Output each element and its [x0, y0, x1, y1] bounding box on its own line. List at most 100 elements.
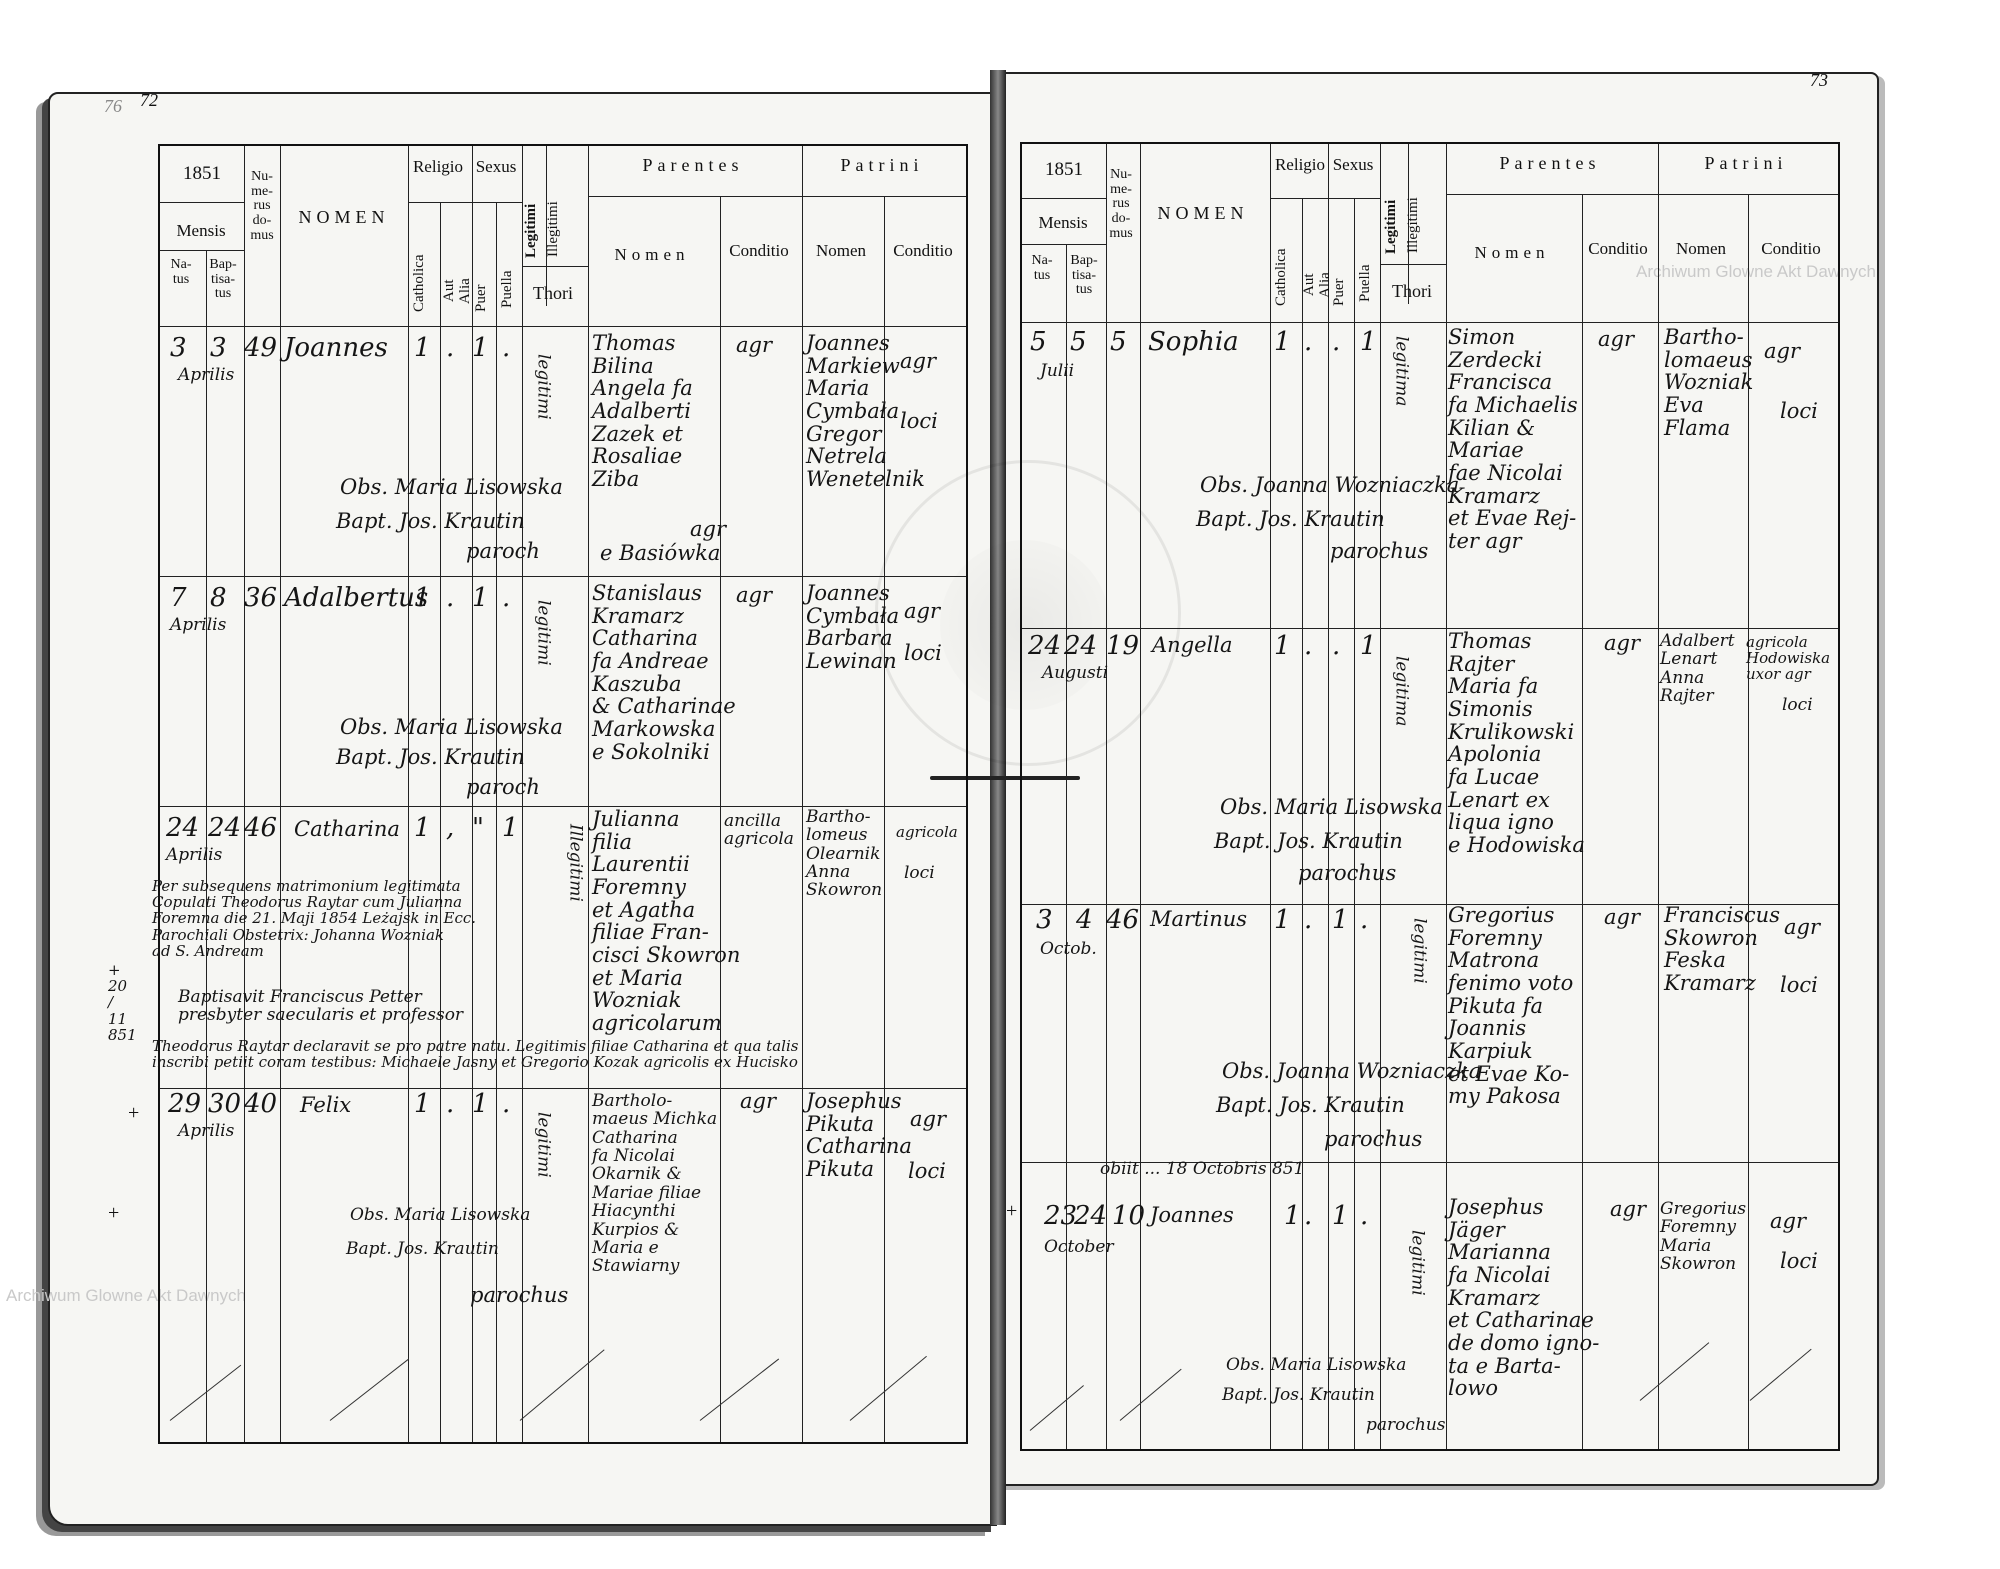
entry-patrini-conditio: agr	[900, 349, 937, 373]
entry-baptizer: Bapt. Jos. Krautin	[1216, 1093, 1405, 1117]
watermark-left: Archiwum Glowne Akt Dawnych	[6, 1286, 246, 1305]
entry-patrini-conditio2: loci	[1782, 695, 1813, 715]
binding-twine	[930, 776, 1080, 780]
sexus-header-right: Sexus	[1332, 155, 1374, 174]
entry-obstetrix: Obs. Maria Lisowska	[1226, 1355, 1407, 1375]
entry-name: Joannes	[284, 333, 388, 363]
entry-puella: .	[502, 333, 511, 363]
watermark-right: Archiwum Glowne Akt Dawnych	[1636, 262, 1876, 281]
entry-patrini-conditio2: loci	[904, 863, 935, 883]
parentes-conditio-label-right: Conditio	[1588, 239, 1648, 258]
entry-day: 3	[1036, 905, 1053, 935]
entry-baptizer-note: Baptisavit Franciscus Petter presbyter s…	[178, 987, 464, 1026]
entry-day: 24	[166, 813, 200, 843]
entry-bapt-day: 30	[208, 1089, 242, 1119]
entry-month: Aprilis	[170, 615, 227, 635]
entry-legitimacy: legitimi	[533, 1112, 554, 1178]
entry-patrini: Bartho- lomeus Olearnik Anna Skowron	[806, 807, 883, 901]
entry-baptizer: Bapt. Jos. Krautin	[1222, 1385, 1375, 1405]
entry-month: Julii	[1040, 361, 1075, 381]
entry-catholica: 1	[1274, 327, 1291, 357]
entry-puella: .	[1360, 1201, 1369, 1231]
entry-bapt-day: 5	[1070, 327, 1087, 357]
entry-parochus: paroch	[466, 775, 540, 799]
mensis-label-right: Mensis	[1038, 213, 1088, 232]
natus-label-right: Na- tus	[1031, 253, 1053, 283]
entry-house: 46	[1106, 905, 1140, 935]
entry-aut-alia: .	[1304, 327, 1313, 357]
patrini-nomen-label: Nomen	[815, 241, 867, 260]
entry-parents-tail: agr	[690, 517, 727, 541]
legitimi-label: Legitimi	[523, 203, 539, 259]
entry-day: 23	[1044, 1201, 1078, 1231]
entry-patrini: Franciscus Skowron Feska Kramarz	[1664, 903, 1780, 996]
entry-legitimacy: legitimi	[533, 600, 554, 666]
entry-obstetrix: Obs. Maria Lisowska	[340, 715, 563, 739]
entry-patrini: Joannes Markiew Maria Cymbała Gregor Net…	[806, 331, 925, 492]
puer-label: Puer	[473, 284, 489, 312]
mensis-label: Mensis	[176, 221, 226, 240]
entry-parents: Thomas Bilina Angela fa Adalberti Zazek …	[592, 331, 693, 492]
entry-legitimacy: legitimi	[1409, 918, 1430, 984]
entry-patrini: Joannes Cymbała Barbara Lewinan	[806, 581, 900, 674]
entry-name: Angella	[1152, 633, 1233, 657]
entry-catholica: 1	[414, 813, 431, 843]
entry-catholica: 1	[1274, 631, 1291, 661]
entry-obstetrix: Obs. Maria Lisowska	[340, 475, 563, 499]
entry-patrini: Bartho- lomaeus Wozniak Eva Flama	[1664, 325, 1754, 440]
entry-catholica: 1	[414, 1089, 431, 1119]
entry-obstetrix: Obs. Joanna Wozniaczka	[1200, 473, 1460, 497]
entry-name: Felix	[300, 1093, 352, 1117]
entry-bapt-day: 8	[210, 583, 227, 613]
entry-legitimacy: legitimi	[1407, 1230, 1428, 1296]
entry-parents: Stanislaus Kramarz Catharina fa Andreae …	[592, 581, 736, 764]
margin-cross-mark: +	[128, 1102, 140, 1124]
natus-label: Na- tus	[170, 257, 192, 287]
left-register-table	[158, 144, 968, 1444]
entry-puer: 1	[1332, 1201, 1349, 1231]
entry-obstetrix: Obs. Joanna Wozniaczka	[1222, 1059, 1482, 1083]
page-number-faint: 76	[104, 96, 122, 116]
legitimi-label-right: Legitimi	[1383, 199, 1399, 255]
entry-name: Sophia	[1148, 327, 1239, 357]
entry-baptizer: Bapt. Jos. Krautin	[336, 509, 525, 533]
entry-patrini-conditio2: loci	[900, 409, 938, 433]
entry-puer: "	[472, 813, 484, 843]
eagle-emblem	[940, 540, 1110, 710]
numerus-domus-label-right: Nu- me- rus do- mus	[1109, 167, 1133, 241]
entry-legitimacy: legitimi	[533, 354, 554, 420]
thori-label: Thori	[533, 283, 573, 303]
entry-patrini-conditio2: loci	[1780, 399, 1818, 423]
page-number-right: 73	[1810, 70, 1828, 90]
numerus-domus-label: Nu- me- rus do- mus	[250, 169, 274, 243]
entry-patrini-conditio: agr	[1784, 915, 1821, 939]
entry-house: 40	[244, 1089, 278, 1119]
entry-patrini-conditio2: loci	[908, 1159, 946, 1183]
baptisatus-label: Bap- tisa- tus	[209, 257, 237, 302]
entry-aut-alia: .	[446, 333, 455, 363]
illegitimi-label-right: Illegitimi	[1405, 197, 1421, 253]
nomen-header-right: NOMEN	[1157, 203, 1249, 223]
entry-puella: 1	[502, 813, 519, 843]
entry-day: 24	[1028, 631, 1062, 661]
right-page	[1000, 72, 1879, 1486]
entry-puer: 1	[472, 1089, 489, 1119]
religio-header-right: Religio	[1274, 155, 1326, 174]
entry-puella: .	[502, 583, 511, 613]
entry-legitimacy: legitima	[1391, 336, 1412, 407]
entry-parents-conditio: agr	[1604, 905, 1641, 929]
entry-parochus: parochus	[1324, 1127, 1423, 1151]
entry-aut-alia: .	[1304, 1201, 1313, 1231]
patrini-conditio-label-right: Conditio	[1761, 239, 1821, 258]
entry-month: Octob.	[1040, 939, 1097, 959]
entry-patrini-conditio: agricola Hodowiska uxor agr	[1746, 633, 1831, 684]
entry-catholica: 1	[1284, 1201, 1301, 1231]
entry-parents: Simon Zerdecki Francisca fa Michaelis Ki…	[1448, 325, 1578, 554]
baptisatus-label-right: Bap- tisa- tus	[1070, 253, 1098, 298]
entry-puella: .	[1360, 905, 1369, 935]
parentes-header: Parentes	[642, 155, 744, 175]
entry-patrini: Josephus Pikuta Catharina Pikuta	[806, 1089, 912, 1182]
entry-aut-alia: .	[1304, 905, 1313, 935]
catholica-label: Catholica	[411, 254, 427, 312]
entry-puer: .	[1332, 327, 1341, 357]
